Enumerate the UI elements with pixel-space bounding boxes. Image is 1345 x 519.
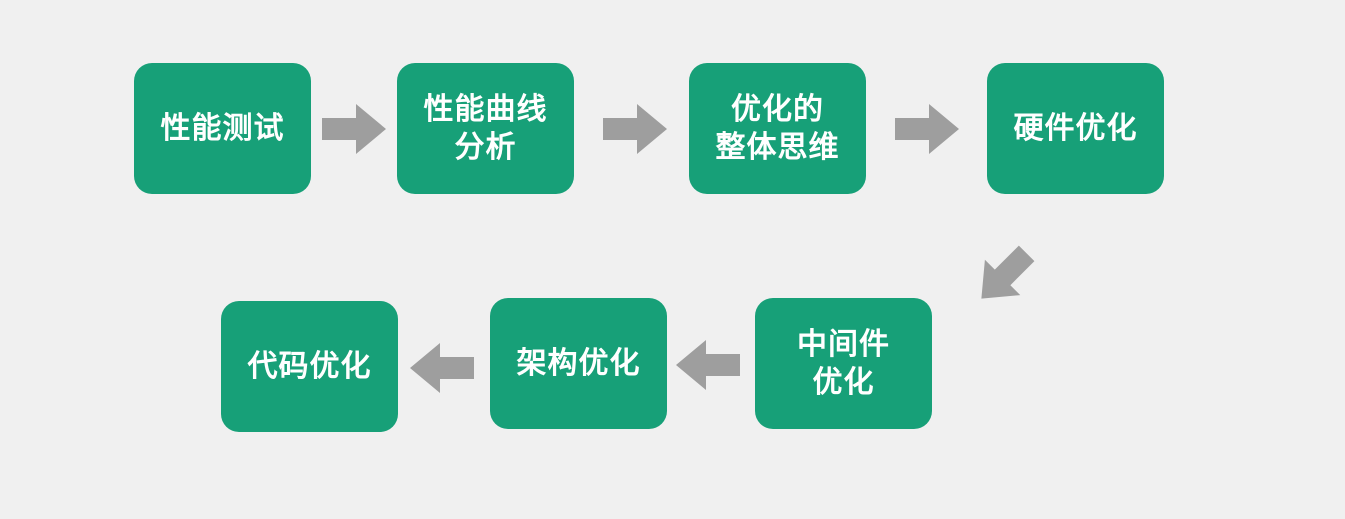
node-label-line-1: 中间件 — [797, 326, 890, 362]
node-label: 硬件优化 — [1013, 110, 1138, 146]
node-label-line-1: 性能曲线 — [423, 91, 548, 127]
node-performance-curve-analysis: 性能曲线 分析 — [397, 63, 574, 194]
node-label-line-2: 优化 — [812, 364, 875, 400]
arrow-right-icon — [603, 104, 667, 154]
arrow-down-left-icon — [981, 245, 1035, 299]
arrow-right-icon — [895, 104, 959, 154]
arrow-left-icon — [676, 340, 740, 390]
arrow-right-icon — [322, 104, 386, 154]
node-middleware-optimization: 中间件 优化 — [755, 298, 932, 429]
node-holistic-optimization-thinking: 优化的 整体思维 — [689, 63, 866, 194]
node-performance-testing: 性能测试 — [134, 63, 311, 194]
node-label-line-1: 优化的 — [731, 91, 824, 127]
node-hardware-optimization: 硬件优化 — [987, 63, 1164, 194]
node-label: 代码优化 — [247, 348, 372, 384]
node-code-optimization: 代码优化 — [221, 301, 398, 432]
node-label-line-2: 分析 — [454, 129, 517, 165]
node-label-line-2: 整体思维 — [715, 129, 840, 165]
node-label: 架构优化 — [516, 345, 641, 381]
arrow-left-icon — [410, 343, 474, 393]
node-architecture-optimization: 架构优化 — [490, 298, 667, 429]
node-label: 性能测试 — [160, 110, 285, 146]
